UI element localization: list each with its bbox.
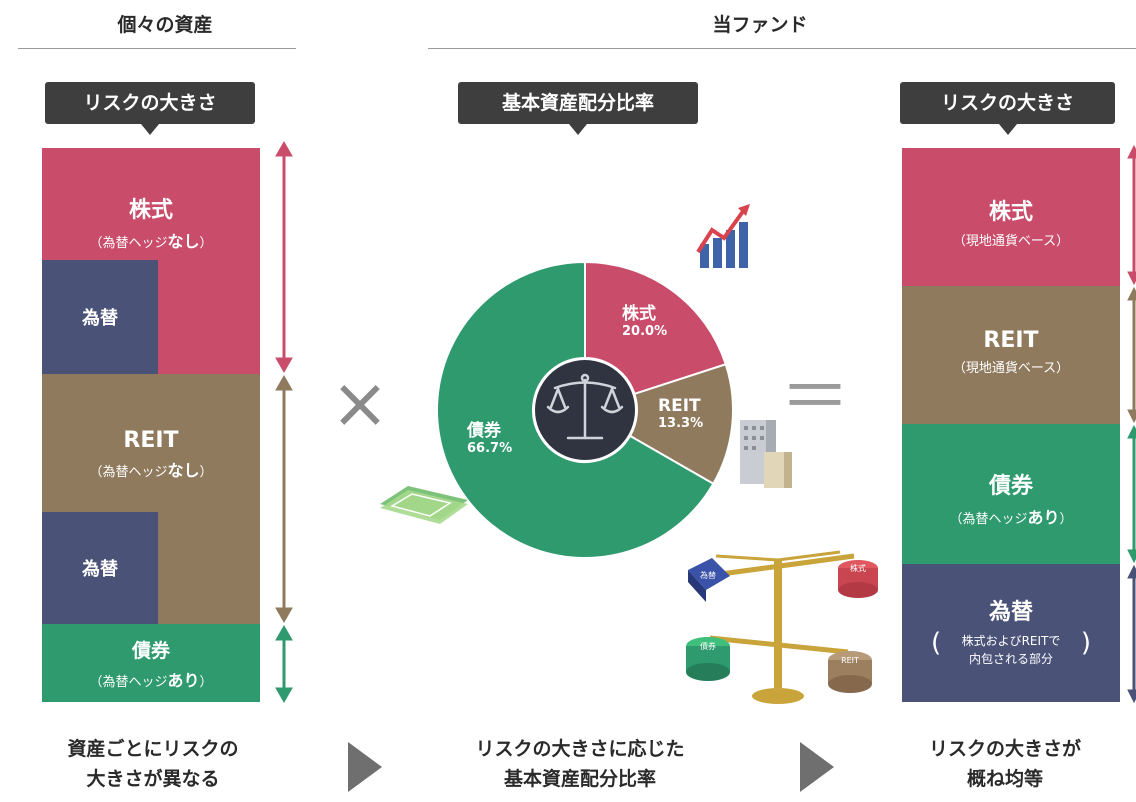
left-equity-title: 株式 (128, 198, 173, 223)
right-fx-subtitle: ( 株式およびREITで 内包される部分 ) (931, 628, 1091, 666)
right-risk-tag-pointer (999, 124, 1017, 135)
right-caption: リスクの大きさが概ね均等 (928, 738, 1081, 790)
right-bond-subtitle: （為替ヘッジあり） (949, 508, 1073, 527)
flow-arrow-1 (348, 742, 382, 792)
allocation-tag: 基本資産配分比率 (458, 82, 698, 124)
left-reit-arrow (275, 374, 293, 624)
pie-label-reit-value: 13.3% (658, 416, 704, 431)
right-risk-tag: リスクの大きさ (900, 82, 1115, 124)
left-reit-fx-label: 為替 (82, 559, 118, 580)
left-equity-fx-label: 為替 (82, 308, 118, 329)
left-reit-title: REIT (123, 428, 179, 453)
right-fx-arrow (1127, 564, 1136, 704)
left-section-rule (18, 48, 296, 49)
left-bond-block: 債券 （為替ヘッジあり） (42, 624, 260, 702)
equals-sign: ＝ (780, 356, 850, 438)
rising-bar-chart-icon (696, 204, 750, 268)
scale-weight-equity: 株式 (838, 560, 878, 598)
pie-label-reit-name: REIT (658, 396, 701, 416)
pie-label-bond: 債券 66.7% (467, 422, 512, 458)
left-risk-stack: 株式 （為替ヘッジなし） 為替 REIT （為替ヘッジなし） 為替 債券 （為替… (42, 148, 260, 702)
left-equity-fx-block: 為替 (42, 260, 158, 374)
left-reit-block: REIT （為替ヘッジなし） 為替 (42, 374, 260, 624)
right-equity-subtitle: （現地通貨ベース） (952, 234, 1070, 249)
pie-label-equity-name: 株式 (622, 304, 656, 324)
right-bond-title: 債券 (988, 474, 1033, 499)
right-equity-block: 株式 （現地通貨ベース） (902, 148, 1120, 286)
right-reit-title: REIT (983, 328, 1039, 353)
left-bond-title: 債券 (131, 640, 170, 662)
pie-label-reit: REIT 13.3% (658, 397, 703, 433)
scale-weight-bond: 債券 (686, 637, 730, 681)
svg-text:REIT: REIT (841, 656, 859, 665)
buildings-icon (740, 420, 792, 488)
left-equity-block: 株式 （為替ヘッジなし） 為替 (42, 148, 260, 374)
scales-of-justice-icon (546, 373, 624, 440)
right-section-rule (428, 48, 1136, 49)
scale-weight-reit: REIT (828, 651, 872, 693)
left-bond-subtitle: （為替ヘッジあり） (89, 671, 213, 690)
right-risk-arrows (1127, 144, 1136, 704)
svg-text:債券: 債券 (700, 641, 716, 651)
right-reit-subtitle: （現地通貨ベース） (952, 361, 1070, 376)
allocation-pie-chart (436, 260, 734, 559)
left-reit-subtitle: （為替ヘッジなし） (89, 461, 213, 480)
left-risk-tag: リスクの大きさ (45, 82, 255, 124)
left-risk-tag-pointer (141, 124, 159, 135)
right-bond-arrow (1127, 424, 1136, 564)
pie-label-bond-value: 66.7% (467, 441, 513, 456)
svg-text:株式: 株式 (850, 563, 866, 573)
pie-slice-equity (584, 260, 728, 396)
left-risk-arrows (275, 140, 293, 704)
right-bond-block: 債券 （為替ヘッジあり） (902, 424, 1120, 564)
left-caption: 資産ごとにリスクの大きさが異なる (67, 738, 239, 790)
multiply-sign: × (330, 362, 390, 444)
left-section-title: 個々の資産 (117, 14, 213, 36)
right-fx-title: 為替 (988, 600, 1033, 625)
left-reit-fx-block: 為替 (42, 512, 158, 624)
right-reit-arrow (1127, 286, 1136, 424)
left-equity-arrow (275, 140, 293, 374)
right-risk-stack: 株式 （現地通貨ベース） REIT （現地通貨ベース） 債券 （為替ヘッジあり）… (902, 148, 1120, 702)
pie-label-equity-value: 20.0% (622, 324, 668, 339)
balance-scale-illustration: 為替 株式 債券 REIT (686, 550, 878, 704)
banknotes-icon (380, 486, 468, 524)
left-bond-arrow (275, 624, 293, 704)
pie-slice-bond (436, 260, 715, 559)
center-caption: リスクの大きさに応じた基本資産配分比率 (475, 738, 685, 790)
pie-label-bond-name: 債券 (467, 421, 501, 441)
allocation-tag-pointer (569, 124, 587, 135)
right-equity-arrow (1127, 144, 1136, 286)
right-equity-title: 株式 (988, 200, 1033, 225)
flow-arrow-2 (800, 742, 834, 792)
svg-text:為替: 為替 (700, 570, 716, 580)
pie-slice-reit (628, 363, 734, 486)
right-reit-block: REIT （現地通貨ベース） (902, 286, 1120, 424)
pie-label-equity: 株式 20.0% (622, 305, 667, 341)
scale-weight-fx: 為替 (688, 558, 730, 602)
left-equity-subtitle: （為替ヘッジなし） (89, 232, 213, 251)
right-fx-block: 為替 ( 株式およびREITで 内包される部分 ) (902, 564, 1120, 702)
right-section-title: 当ファンド (712, 14, 808, 36)
